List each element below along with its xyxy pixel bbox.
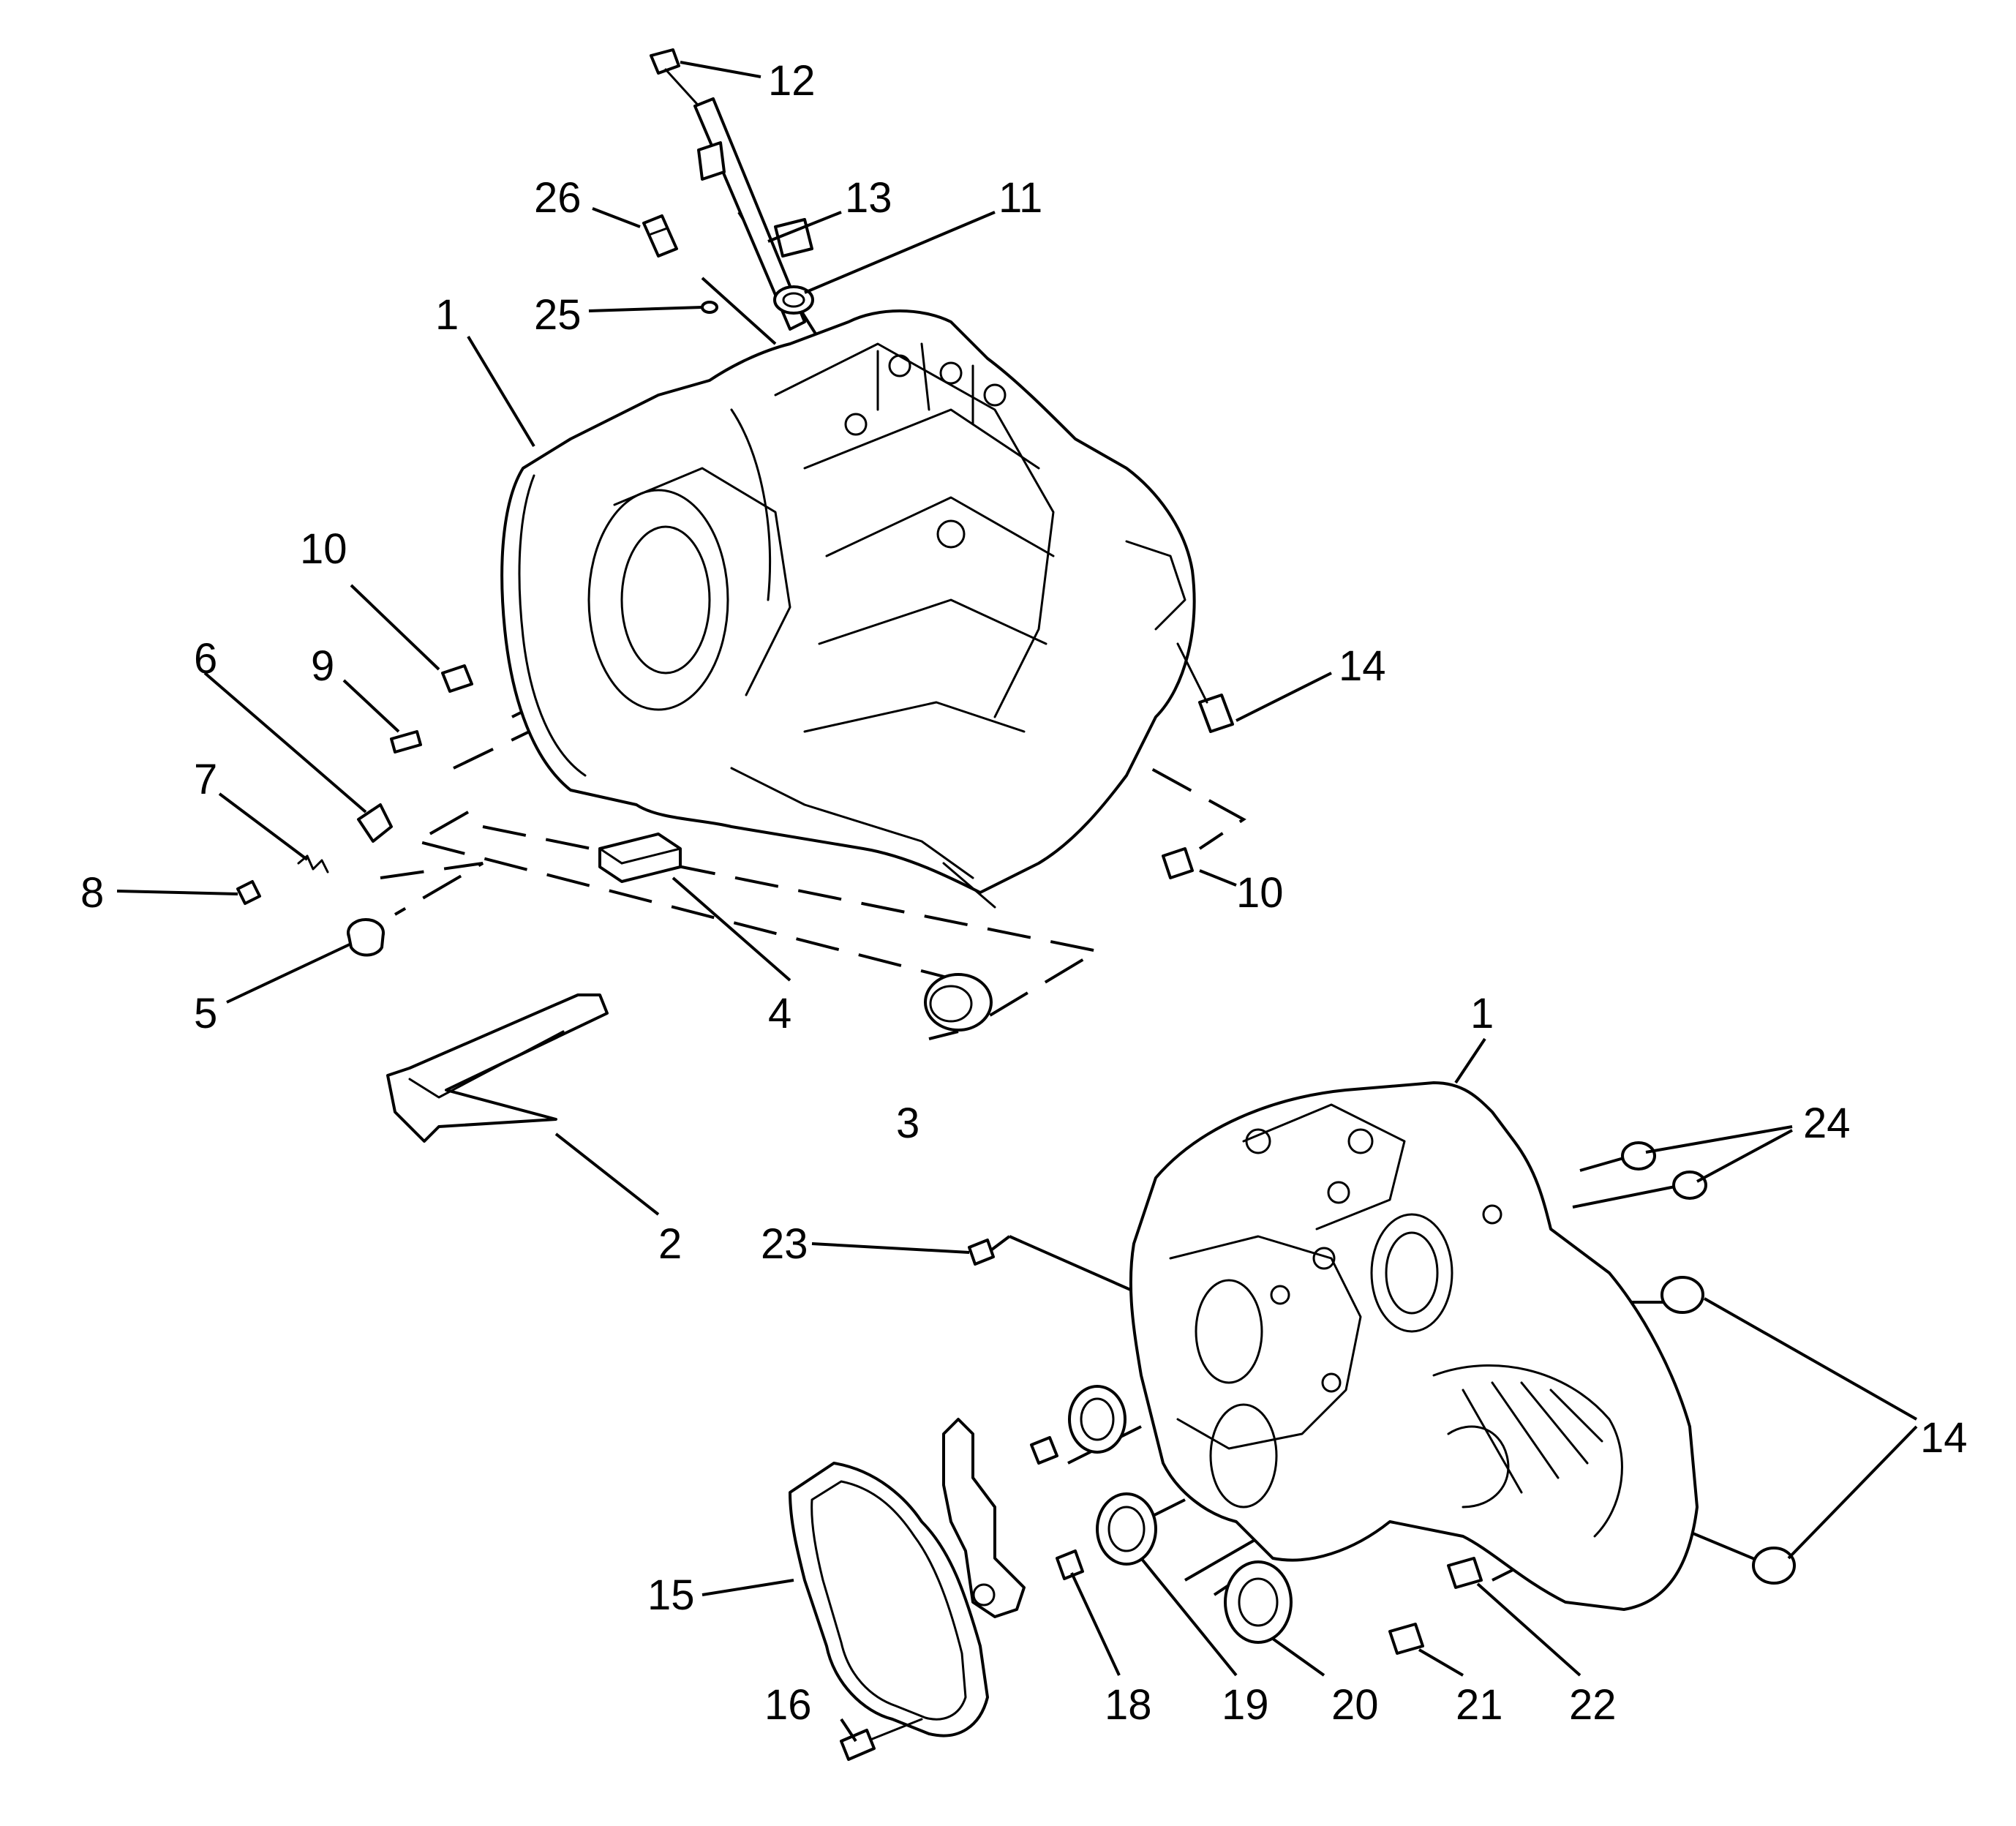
callout-6: 6 <box>194 635 217 683</box>
callout-1-upper: 1 <box>435 291 459 339</box>
callout-19: 19 <box>1222 1681 1269 1729</box>
callout-9: 9 <box>311 642 334 690</box>
dowel-10b <box>1162 847 1194 879</box>
callout-1-lower: 1 <box>1470 990 1494 1037</box>
callout-5: 5 <box>194 990 217 1037</box>
seal-upper-lower <box>1030 1385 1127 1465</box>
callout-2: 2 <box>658 1220 682 1268</box>
bushings-24 <box>1621 1141 1707 1200</box>
upper-leaders <box>116 61 1332 1216</box>
callout-24: 24 <box>1803 1100 1851 1147</box>
plug-22 <box>1447 1557 1483 1589</box>
callout-15: 15 <box>647 1571 695 1619</box>
pin-9 <box>390 730 422 754</box>
bolt-8 <box>236 880 261 905</box>
callout-22: 22 <box>1569 1681 1617 1729</box>
callout-18: 18 <box>1105 1681 1152 1729</box>
callout-7: 7 <box>194 756 217 803</box>
callout-21: 21 <box>1456 1681 1503 1729</box>
callout-labels: 12 26 13 11 25 1 10 6 9 14 7 8 10 5 4 3 … <box>80 57 1968 1729</box>
callout-13: 13 <box>845 174 892 222</box>
transmission-case-upper <box>500 309 1196 909</box>
spring-7 <box>297 854 329 873</box>
shift-mechanism <box>942 1418 1026 1618</box>
callout-3: 3 <box>896 1100 919 1147</box>
plug-21 <box>1388 1623 1424 1655</box>
plug-18 <box>1056 1549 1084 1580</box>
seal-19 <box>1096 1492 1157 1566</box>
callout-14-lower: 14 <box>1920 1414 1968 1462</box>
bolt-23 <box>968 1239 995 1266</box>
callout-10-upper: 10 <box>300 525 347 573</box>
callout-11: 11 <box>998 174 1042 222</box>
callout-8: 8 <box>80 869 104 917</box>
callout-10-lower: 10 <box>1236 869 1284 917</box>
lower-leaders <box>702 1037 1918 1743</box>
seal-11 <box>773 285 814 315</box>
bolt-12 <box>650 48 704 111</box>
cover-15 <box>789 1462 989 1737</box>
callout-25: 25 <box>534 291 582 339</box>
callout-4: 4 <box>768 990 791 1037</box>
magnet-4 <box>598 833 682 883</box>
callout-16: 16 <box>764 1681 812 1729</box>
callout-12: 12 <box>768 57 816 105</box>
callout-14-upper: 14 <box>1339 642 1386 690</box>
seal-20 <box>1224 1560 1293 1644</box>
dowel-10a <box>441 664 473 693</box>
transmission-case-lower <box>1129 1081 1699 1611</box>
plugs-14b <box>1660 1276 1796 1585</box>
switch-26 <box>642 214 678 258</box>
bolt-16 <box>840 1718 923 1761</box>
lever-6 <box>357 803 393 843</box>
bearing-3 <box>924 973 993 1032</box>
trough-2 <box>386 993 609 1143</box>
plug-14a <box>1176 642 1234 733</box>
bushing-5 <box>347 918 385 957</box>
callout-26: 26 <box>534 174 582 222</box>
washer-25 <box>701 301 718 314</box>
callout-23: 23 <box>761 1220 808 1268</box>
callout-20: 20 <box>1331 1681 1379 1729</box>
